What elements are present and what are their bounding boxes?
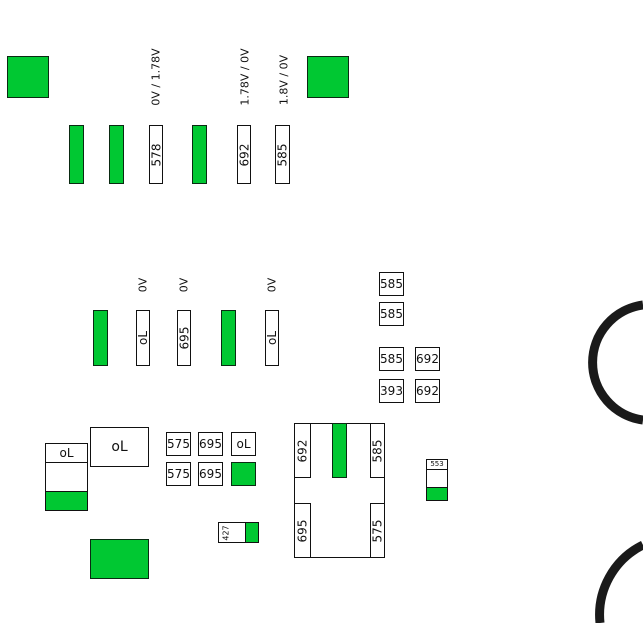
ic-pin: 692 (294, 423, 311, 478)
smd-pad: 695 (198, 432, 223, 456)
pad-value: 692 (416, 384, 439, 398)
pin-pad: 578 (149, 125, 163, 184)
pin-pad: 692 (237, 125, 251, 184)
pad-value: 692 (416, 352, 439, 366)
smd-pad: 585 (379, 272, 404, 296)
pin-pad: oL (265, 310, 279, 366)
smd-pad: 585 (379, 347, 404, 371)
ic-pin: 585 (370, 423, 385, 478)
pad-value: 585 (380, 307, 403, 321)
smd-pad: 692 (415, 379, 440, 403)
pad-value: oL (111, 439, 128, 455)
pin-pad: oL (136, 310, 150, 366)
capacitor-fill (46, 491, 87, 510)
pin-pad (69, 125, 84, 184)
ic-pin: 575 (370, 503, 385, 558)
smd-pad: oL (231, 432, 256, 456)
pad-value: 585 (380, 277, 403, 291)
pin-pad (93, 310, 108, 366)
pad-value: 393 (380, 384, 403, 398)
tiny-chip: 427 (218, 522, 259, 543)
smd-pad (231, 462, 256, 486)
chip-fill (245, 523, 258, 542)
smd-pad: 575 (166, 462, 191, 486)
mounting-hole-arc-lower (595, 540, 643, 623)
pad-value: 575 (167, 437, 190, 451)
pad-value: oL (236, 437, 251, 451)
pin-pad: 695 (177, 310, 191, 366)
smd-pad: 695 (198, 462, 223, 486)
pin-pad (109, 125, 124, 184)
large-pad-top-right (307, 56, 349, 98)
ic-pin: 695 (294, 503, 311, 558)
capacitor-label-box: oL (46, 444, 87, 463)
pin-pad (221, 310, 236, 366)
pad-value: 695 (199, 467, 222, 481)
pad-value: 695 (199, 437, 222, 451)
large-pad-top-left (7, 56, 49, 98)
large-pad: oL (90, 427, 149, 467)
ic-center-pad (332, 423, 347, 478)
smd-pad: 393 (379, 379, 404, 403)
smd-pad: 585 (379, 302, 404, 326)
pin-pad (192, 125, 207, 184)
pin-pad: 585 (275, 125, 290, 184)
chip-label-box: 553 (427, 460, 447, 470)
tiny-chip: 553 (426, 459, 448, 501)
capacitor-pad: oL (45, 443, 88, 511)
pad-value: 585 (380, 352, 403, 366)
smd-pad: 575 (166, 432, 191, 456)
mounting-hole-arc-upper (588, 300, 643, 425)
chip-fill (427, 487, 447, 500)
smd-pad: 692 (415, 347, 440, 371)
pad-value: 575 (167, 467, 190, 481)
pad-value: oL (59, 446, 74, 460)
large-pad-bottom (90, 539, 149, 579)
chip-value: 553 (430, 460, 444, 468)
